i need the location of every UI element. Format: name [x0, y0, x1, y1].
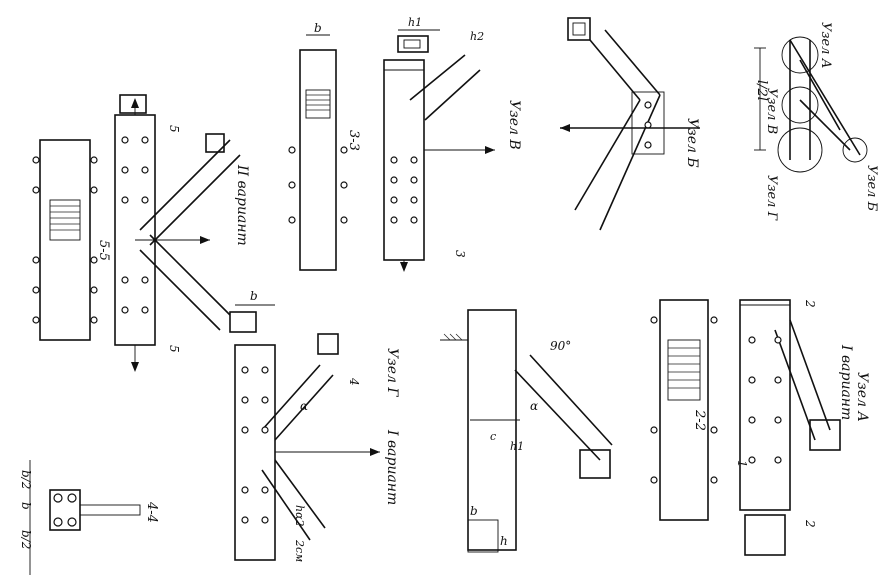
dim-b-a: b [470, 504, 478, 518]
dim-alpha-a: α [530, 399, 538, 413]
node-g-bolts [241, 366, 269, 524]
mark-5-upper: 5 [167, 125, 181, 133]
mark-1: 1 [735, 460, 749, 468]
section-4-4: b/2 b b/2 4-4 [19, 460, 159, 575]
mark-3-lower: 3 [453, 250, 467, 258]
dim-ha2: hα2 [293, 505, 306, 527]
dim-b-g: b [250, 289, 258, 303]
dim-b-mid: b [19, 502, 33, 510]
dim-90: 90° [550, 339, 571, 353]
scheme-node-v-label: Узел В [764, 88, 779, 134]
node-a-variant: I вариант [838, 344, 854, 420]
dim-alpha-g: α [300, 399, 308, 413]
node-g-variant: I вариант [384, 429, 400, 505]
node-a-title: Узел А [854, 372, 870, 422]
mark-2-lower: 2 [803, 519, 817, 528]
node-a-bolts [748, 336, 782, 464]
node-a-support-detail: 90° α h1 c b h [440, 309, 613, 553]
node-g-detail: b α hα2 2см Узел Г I вариант 4 [229, 289, 400, 562]
scheme-node-g-label: Узел Г [764, 175, 779, 221]
node-b-title: Узел Б [684, 118, 700, 168]
section-5-5-bolts [32, 156, 98, 324]
dim-b2-a: b/2 [19, 470, 33, 489]
variant-2-title: II вариант [234, 164, 250, 246]
node-v-detail: h1 h2 Узел В 3 [383, 16, 522, 272]
dim-c: c [490, 430, 496, 443]
dim-h-a: h [500, 534, 508, 548]
node-a-variant-1: Узел А I вариант 2 2 1 [735, 299, 870, 556]
variant-2-detail: II вариант 5 5 [114, 94, 250, 372]
scheme-node-b-label: Узел Б [864, 165, 879, 212]
section-3-3: b 3-3 [288, 21, 361, 271]
section-5-5: 5-5 [32, 139, 111, 341]
mark-5-lower: 5 [167, 345, 181, 353]
mark-4: 4 [347, 377, 361, 386]
mark-2-upper: 2 [803, 299, 817, 308]
variant-2-bolts [121, 136, 149, 314]
scheme-span-label: l/2l [754, 80, 769, 101]
dim-h1-a: h1 [510, 440, 524, 453]
section-3-3-label: 3-3 [346, 130, 361, 151]
section-2-2-bolts [650, 316, 718, 484]
section-5-5-label: 5-5 [96, 240, 111, 261]
dim-h1-v: h1 [408, 16, 422, 29]
dim-2cm: 2см [293, 539, 306, 562]
section-2-2: 2-2 [650, 299, 718, 521]
scheme-node-a-label: Узел А [818, 22, 833, 68]
section-4-4-label: 4-4 [144, 501, 159, 523]
section-3-3-bolts [288, 146, 348, 224]
section-2-2-label: 2-2 [692, 409, 707, 431]
node-b-detail: Узел Б [560, 17, 700, 231]
dim-b-33: b [314, 21, 322, 35]
truss-scheme: Узел А l/2l Узел В Узел Г Узел Б [754, 22, 879, 221]
node-v-bolts [390, 156, 418, 224]
dim-h2-v: h2 [470, 30, 484, 43]
node-v-title: Узел В [506, 100, 522, 150]
node-g-title: Узел Г [384, 348, 400, 397]
dim-b2-b: b/2 [19, 530, 33, 549]
